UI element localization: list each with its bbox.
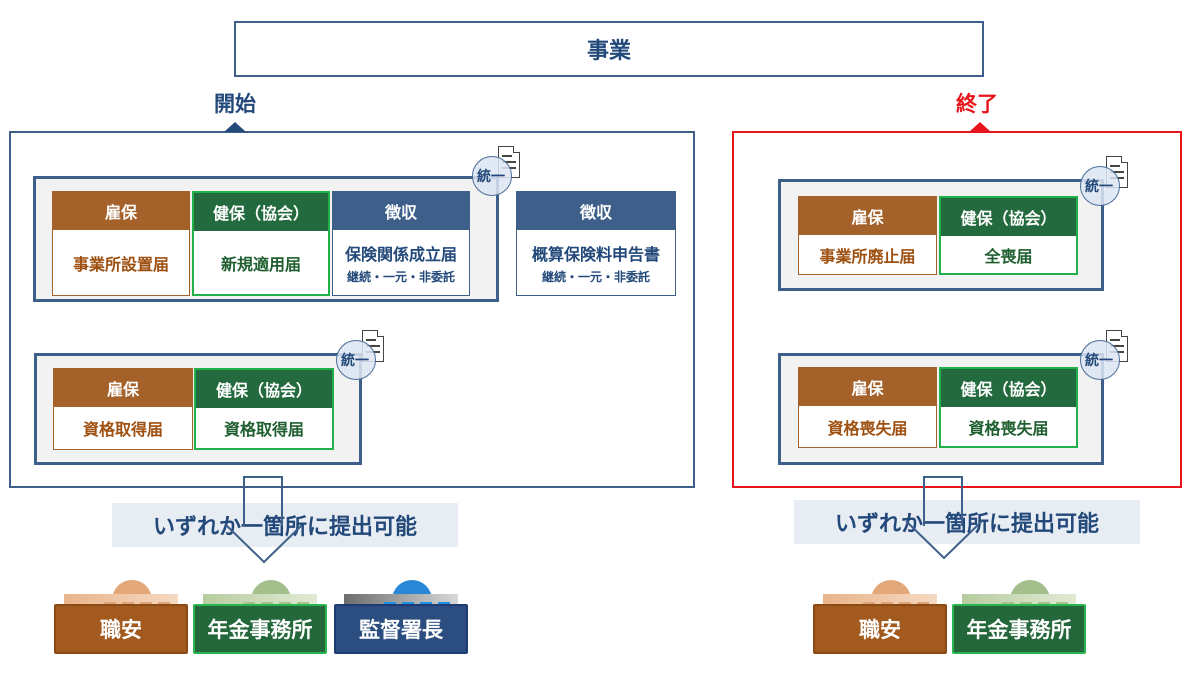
cell-kenpo-abolish: 健保（協会） 全喪届	[939, 196, 1078, 275]
cell-body: 資格取得届	[223, 420, 304, 439]
cell-header: 雇保	[54, 369, 192, 407]
cell-subtext: 継続・一元・非委託	[541, 269, 650, 284]
cell-choshu-premium: 徴収 概算保険料申告書 継続・一元・非委託	[516, 191, 676, 296]
unified-badge: 統一	[472, 146, 520, 196]
unified-badge-text: 統一	[1085, 179, 1113, 195]
cell-body: 事業所廃止届	[819, 246, 916, 266]
cell-body: 新規適用届	[220, 254, 301, 274]
cell-header: 健保（協会）	[196, 370, 332, 408]
submit-text: いずれか一箇所に提出可能	[152, 515, 417, 540]
unified-badge: 統一	[336, 330, 384, 380]
cell-koyo-abolish: 雇保 事業所廃止届	[798, 196, 937, 275]
cell-header: 健保（協会）	[194, 193, 328, 231]
cell-body: 概算保険料申告書	[531, 244, 660, 264]
cell-kenpo-acquire: 健保（協会） 資格取得届	[194, 368, 334, 450]
cell-header: 徴収	[333, 192, 469, 230]
arrow-down-icon	[243, 476, 283, 526]
cell-header: 雇保	[53, 192, 189, 230]
cell-body: 資格喪失届	[827, 418, 908, 438]
cell-header: 健保（協会）	[941, 369, 1076, 407]
cell-choshu-establish: 徴収 保険関係成立届 継続・一元・非委託	[332, 191, 470, 296]
office-kantoku: 監督署長	[334, 572, 468, 664]
office-name: 監督署長	[359, 618, 443, 642]
cell-header: 雇保	[799, 368, 936, 406]
office-name: 年金事務所	[966, 618, 1072, 642]
office-name: 職安	[859, 618, 901, 642]
cell-koyo-lose: 雇保 資格喪失届	[798, 367, 937, 448]
office-name: 職安	[100, 618, 142, 642]
cell-koyo-acquire: 雇保 資格取得届	[53, 368, 193, 450]
cell-body: 事業所設置届	[72, 254, 169, 274]
unified-badge: 統一	[1080, 330, 1128, 380]
unified-badge-text: 統一	[477, 169, 505, 185]
business-box: 事業	[234, 21, 984, 77]
start-label: 開始	[214, 92, 256, 116]
business-title: 事業	[586, 39, 631, 64]
arrow-down-icon	[923, 476, 963, 526]
unified-badge: 統一	[1080, 156, 1128, 206]
submit-note: いずれか一箇所に提出可能	[112, 503, 458, 547]
cell-koyo-establish: 雇保 事業所設置届	[52, 191, 190, 296]
end-label: 終了	[956, 92, 998, 116]
cell-header: 雇保	[799, 197, 936, 235]
cell-body: 資格喪失届	[968, 418, 1049, 438]
end-pointer-icon	[969, 122, 991, 132]
office-shokuan: 職安	[54, 572, 188, 664]
cell-body: 資格取得届	[82, 420, 163, 439]
cell-body: 保険関係成立届	[344, 244, 457, 264]
submit-text: いずれか一箇所に提出可能	[834, 512, 1099, 537]
office-shokuan: 職安	[813, 572, 947, 664]
office-name: 年金事務所	[207, 618, 313, 642]
arrow-head-icon	[225, 524, 303, 564]
unified-badge-text: 統一	[1085, 353, 1113, 369]
start-pointer-icon	[224, 122, 246, 132]
cell-header: 健保（協会）	[941, 198, 1076, 236]
arrow-head-icon	[905, 520, 983, 560]
cell-kenpo-lose: 健保（協会） 資格喪失届	[939, 367, 1078, 448]
cell-body: 全喪届	[984, 246, 1033, 266]
office-nenkin: 年金事務所	[952, 572, 1086, 664]
cell-subtext: 継続・一元・非委託	[346, 269, 455, 284]
office-nenkin: 年金事務所	[193, 572, 327, 664]
cell-header: 徴収	[517, 192, 675, 230]
cell-kenpo-new: 健保（協会） 新規適用届	[192, 191, 330, 296]
unified-badge-text: 統一	[341, 353, 369, 369]
